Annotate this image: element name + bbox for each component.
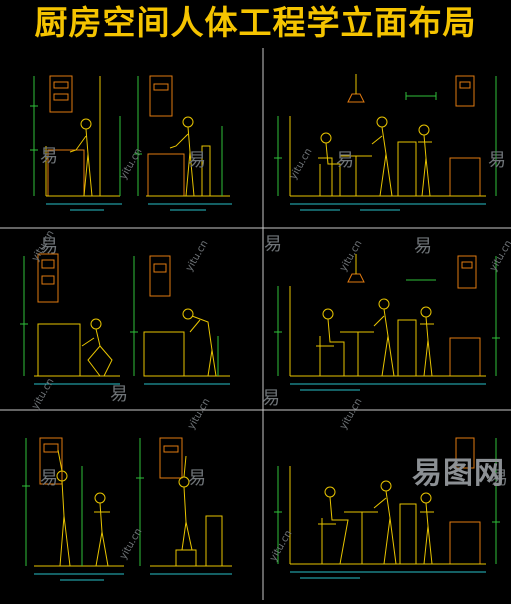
watermark-glyph: 易 [188, 468, 206, 489]
watermark-glyph: 易 [488, 150, 506, 171]
panel-kneeling-cabinet [20, 253, 230, 385]
panel-seated-dining [274, 254, 500, 391]
page-title: 厨房空间人体工程学立面布局 [34, 3, 477, 42]
watermark-glyph: 易 [40, 146, 58, 167]
panel-standing-sink [30, 75, 232, 211]
panel-dividers [0, 48, 511, 600]
drawing-sheet: 易 易 易 易 易 易 易 易 易 易 易 易 yitu.cn yitu.cn … [0, 46, 511, 600]
watermark-glyph: 易 [40, 236, 58, 257]
watermark-glyph: 易 [110, 384, 128, 405]
watermark-glyph: 易 [490, 468, 508, 489]
watermark-glyph: 易 [336, 150, 354, 171]
title-bar: 厨房空间人体工程学立面布局 [0, 0, 511, 46]
watermark-glyph: 易 [414, 236, 432, 257]
brand-watermark: 易图网 [412, 456, 505, 491]
panel-bar-stool [274, 437, 500, 579]
panel-reaching-upper [22, 437, 232, 581]
watermark-glyph: 易 [264, 234, 282, 255]
watermark-glyph: 易 [262, 388, 280, 409]
watermark-glyph: 易 [188, 150, 206, 171]
panel-dining-island [274, 74, 500, 211]
elevation-drawings [0, 48, 511, 600]
watermark-glyph: 易 [40, 468, 58, 489]
